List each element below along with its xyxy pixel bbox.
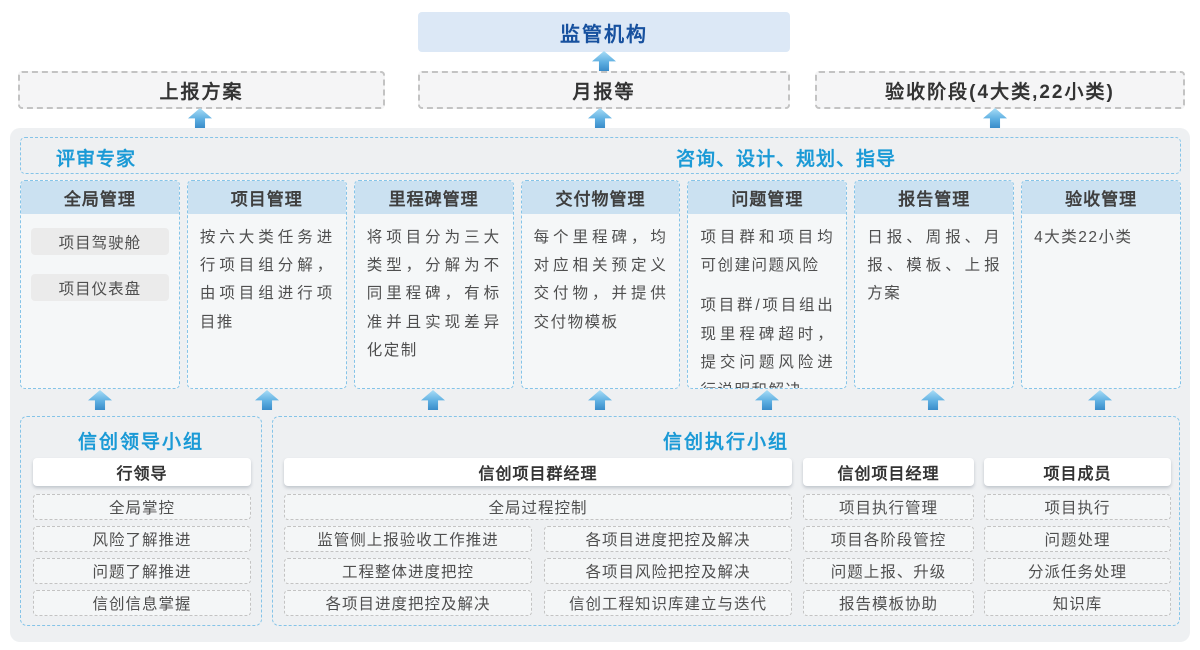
pm-item: 报告模板协助 xyxy=(803,590,974,616)
pgm-item: 信创工程知识库建立与迭代 xyxy=(544,590,792,616)
column-paragraph: 按六大类任务进行项目组分解，由项目组进行项目推 xyxy=(199,229,334,331)
regulator-box: 监管机构 xyxy=(418,12,790,52)
column-report-management: 报告管理 日报、周报、月报、模板、上报方案 xyxy=(854,180,1015,389)
exec-group-box: 信创执行小组 信创项目群经理 全局过程控制 监管侧上报验收工作推进 工程整体进度… xyxy=(272,416,1180,626)
column-project-management: 项目管理 按六大类任务进行项目组分解，由项目组进行项目推 xyxy=(186,180,347,389)
output-label: 上报方案 xyxy=(159,81,244,103)
column-issue-management: 问题管理 项目群和项目均可创建问题风险 项目群/项目组出现里程碑超时，提交问题风… xyxy=(687,180,848,389)
output-label: 验收阶段(4大类,22小类) xyxy=(885,81,1115,103)
output-label: 月报等 xyxy=(572,81,636,103)
column-title: 全局管理 xyxy=(21,181,179,214)
role-project-member: 项目成员 xyxy=(984,458,1171,486)
column-milestone-management: 里程碑管理 将项目分为三大类型，分解为不同里程碑，有标准并且实现差异化定制 xyxy=(353,180,514,389)
member-item: 知识库 xyxy=(984,590,1171,616)
arrow-up-icon xyxy=(188,108,212,128)
pgm-item: 全局过程控制 xyxy=(284,494,792,520)
lead-item: 全局掌控 xyxy=(33,494,251,520)
management-columns: 全局管理 项目驾驶舱 项目仪表盘 项目管理 按六大类任务进行项目组分解，由项目组… xyxy=(20,180,1182,389)
consulting-title: 咨询、设计、规划、指导 xyxy=(676,149,897,170)
main-panel: 评审专家 咨询、设计、规划、指导 全局管理 项目驾驶舱 项目仪表盘 项目管理 按… xyxy=(10,128,1190,642)
pm-item: 问题上报、升级 xyxy=(803,558,974,584)
pgm-item: 各项目进度把控及解决 xyxy=(544,526,792,552)
role-bank-leader: 行领导 xyxy=(33,458,251,486)
exec-group-title: 信创执行小组 xyxy=(662,432,789,453)
role-program-manager: 信创项目群经理 xyxy=(284,458,792,486)
column-acceptance-management: 验收管理 4大类22小类 xyxy=(1021,180,1182,389)
column-paragraph: 项目群/项目组出现里程碑超时，提交问题风险进行说明和解决 xyxy=(700,297,835,388)
member-item: 问题处理 xyxy=(984,526,1171,552)
column-paragraph: 每个里程碑，均对应相关预定义交付物，并提供交付物模板 xyxy=(533,229,668,331)
output-box-report-plan: 上报方案 xyxy=(18,71,385,109)
arrow-up-icon xyxy=(983,108,1007,128)
regulator-label: 监管机构 xyxy=(560,23,648,46)
pm-item: 项目各阶段管控 xyxy=(803,526,974,552)
lead-item: 问题了解推进 xyxy=(33,558,251,584)
lead-group-box: 信创领导小组 行领导 全局掌控 风险了解推进 问题了解推进 信创信息掌握 xyxy=(20,416,262,626)
column-paragraph: 日报、周报、月报、模板、上报方案 xyxy=(867,229,1002,303)
output-box-monthly-report: 月报等 xyxy=(418,71,790,109)
lead-item: 风险了解推进 xyxy=(33,526,251,552)
arrow-up-icon xyxy=(592,51,616,71)
pgm-item: 工程整体进度把控 xyxy=(284,558,532,584)
column-title: 里程碑管理 xyxy=(354,181,513,214)
column-title: 交付物管理 xyxy=(521,181,680,214)
column-deliverable-management: 交付物管理 每个里程碑，均对应相关预定义交付物，并提供交付物模板 xyxy=(520,180,681,389)
member-item: 分派任务处理 xyxy=(984,558,1171,584)
lead-group-title: 信创领导小组 xyxy=(77,432,204,453)
pm-item: 项目执行管理 xyxy=(803,494,974,520)
review-expert-title: 评审专家 xyxy=(56,149,137,170)
column-global-management: 全局管理 项目驾驶舱 项目仪表盘 xyxy=(20,180,180,389)
pgm-item: 各项目进度把控及解决 xyxy=(284,590,532,616)
column-paragraph: 将项目分为三大类型，分解为不同里程碑，有标准并且实现差异化定制 xyxy=(366,229,501,359)
member-item: 项目执行 xyxy=(984,494,1171,520)
column-title: 问题管理 xyxy=(688,181,847,214)
expert-header-bar: 评审专家 咨询、设计、规划、指导 xyxy=(20,137,1181,174)
pgm-item: 监管侧上报验收工作推进 xyxy=(284,526,532,552)
pgm-item: 各项目风险把控及解决 xyxy=(544,558,792,584)
column-title: 验收管理 xyxy=(1022,181,1181,214)
column-title: 项目管理 xyxy=(187,181,346,214)
column-title: 报告管理 xyxy=(855,181,1014,214)
arrow-up-icon xyxy=(588,108,612,128)
lead-item: 信创信息掌握 xyxy=(33,590,251,616)
pill-project-cockpit: 项目驾驶舱 xyxy=(31,228,169,255)
role-project-manager: 信创项目经理 xyxy=(803,458,974,486)
output-box-acceptance-stage: 验收阶段(4大类,22小类) xyxy=(815,71,1185,109)
pill-project-dashboard: 项目仪表盘 xyxy=(31,274,169,301)
column-paragraph: 项目群和项目均可创建问题风险 xyxy=(700,229,835,275)
column-paragraph: 4大类22小类 xyxy=(1034,229,1133,246)
